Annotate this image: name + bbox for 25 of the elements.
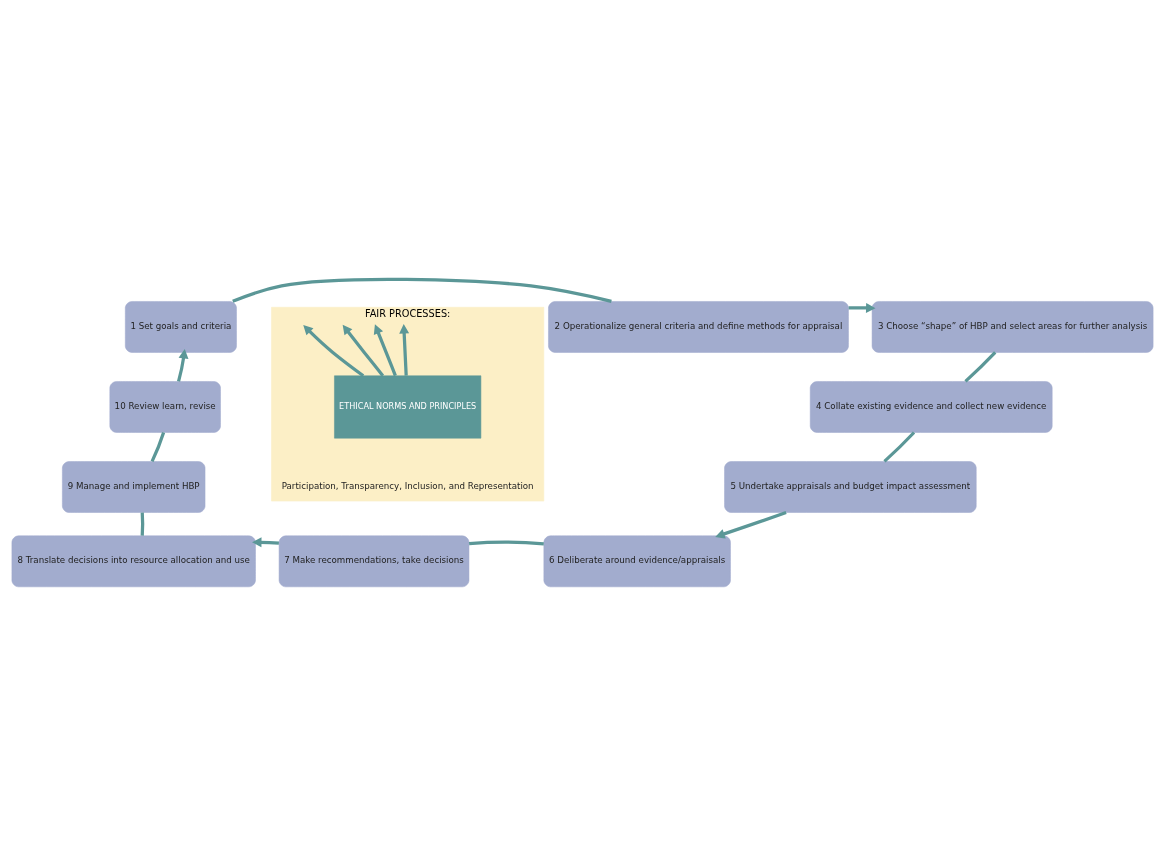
node-box: 10 Review learn, revise [109,380,221,433]
arrow [177,348,189,382]
arrow [848,302,876,313]
connector [232,277,612,303]
arrow [373,323,397,376]
node-box: ETHICAL NORMS AND PRINCIPLES [334,375,482,438]
connector [150,431,166,462]
connector [964,350,997,383]
node-box: 6 Deliberate around evidence/appraisals [543,535,731,587]
connector [469,540,544,545]
node-box: 5 Undertake appraisals and budget impact assessment [724,460,977,513]
connector [140,511,145,536]
node-box: 2 Operationalize general criteria and define methods for appraisal [548,300,849,353]
arrow [715,510,787,539]
node-box: 7 Make recommendations, take decisions [278,535,470,587]
connector [883,430,916,463]
arrow [399,323,410,376]
node-box: 3 Choose “shape” of HBP and select areas for further analysis [871,300,1154,353]
node-box: 8 Translate decisions into resource allocation and use [11,535,256,587]
arrow [303,324,365,377]
node-box: 9 Manage and implement HBP [62,460,206,513]
arrow [342,324,385,377]
node-box: 4 Collate existing evidence and collect new evidence [809,380,1053,433]
arrow [252,536,279,547]
node-box: 1 Set goals and criteria [125,300,237,353]
